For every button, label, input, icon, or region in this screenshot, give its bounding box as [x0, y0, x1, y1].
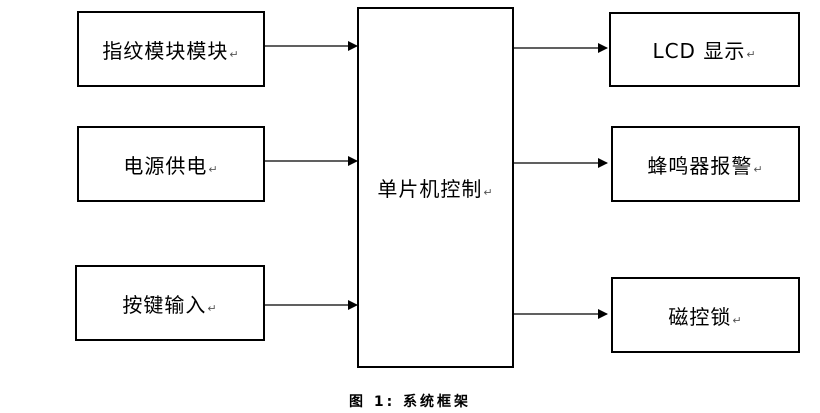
buzzer-alarm-label: 蜂鸣器报警 [647, 153, 753, 178]
magnetic-lock-box: 磁控锁↵ [611, 277, 800, 353]
buzzer-alarm-box: 蜂鸣器报警↵ [611, 126, 800, 202]
power-supply-label: 电源供电 [123, 153, 208, 178]
figure-caption: 图 1: 系统框架 [348, 394, 472, 410]
fingerprint-module-label: 指纹模块模块 [102, 38, 229, 63]
return-mark: ↵ [753, 162, 764, 176]
mcu-control-box: 单片机控制↵ [357, 7, 514, 368]
fingerprint-module-box: 指纹模块模块↵ [77, 11, 265, 87]
return-mark: ↵ [207, 301, 218, 315]
return-mark: ↵ [746, 48, 757, 61]
magnetic-lock-label: 磁控锁 [668, 304, 732, 329]
mcu-control-label: 单片机控制 [377, 177, 483, 201]
power-supply-box: 电源供电↵ [77, 126, 265, 202]
return-mark: ↵ [732, 313, 743, 327]
keypad-input-label: 按键输入 [122, 292, 207, 317]
return-mark: ↵ [208, 162, 219, 176]
lcd-display-label: LCD 显示 [652, 39, 746, 63]
return-mark: ↵ [229, 47, 240, 61]
keypad-input-box: 按键输入↵ [75, 265, 265, 341]
lcd-display-box: LCD 显示↵ [609, 12, 800, 87]
return-mark: ↵ [483, 186, 494, 199]
